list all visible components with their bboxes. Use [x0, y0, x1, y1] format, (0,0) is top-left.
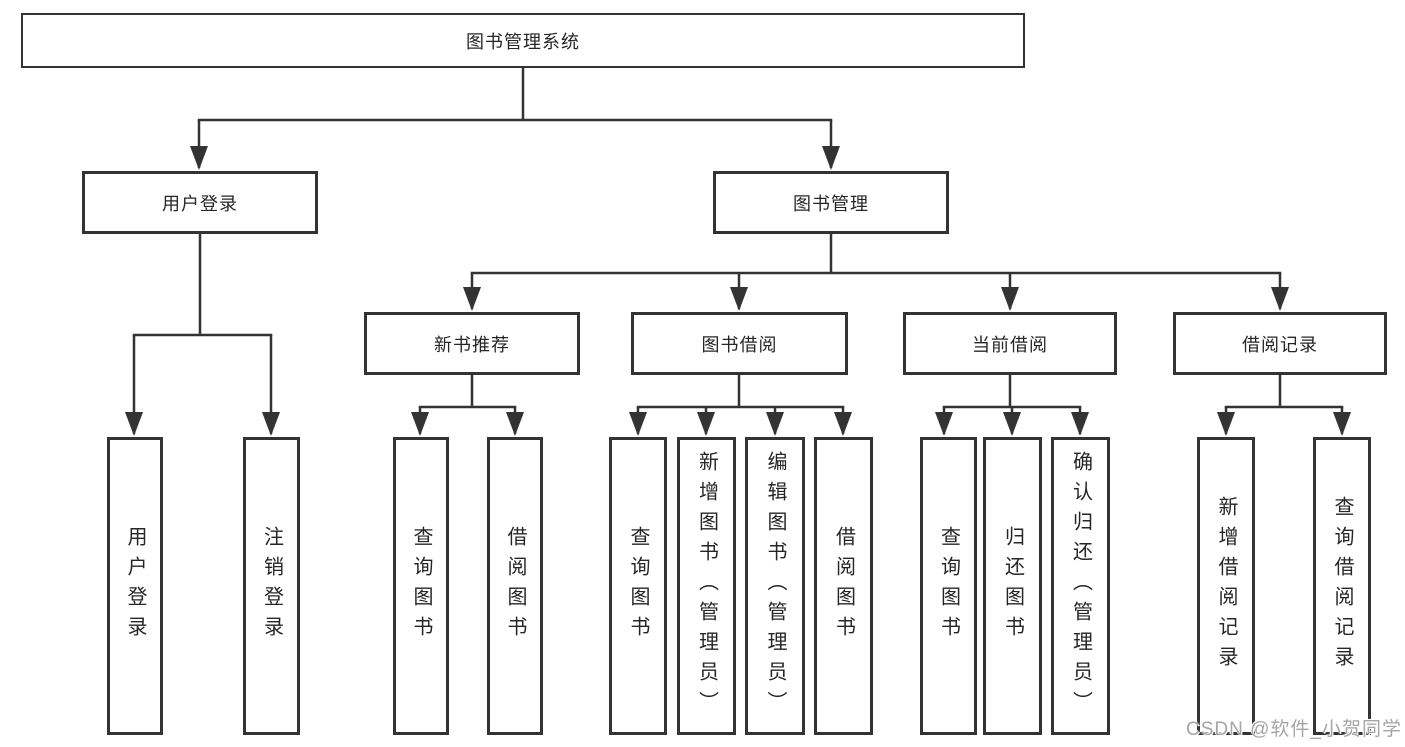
leaf-logout: 注销登录: [243, 437, 300, 735]
leaf-user-login: 用户登录: [107, 437, 163, 735]
node-book-management-label: 图书管理: [793, 193, 869, 214]
leaf-edit-books-admin-label: 编辑图书（管理员）: [764, 451, 786, 721]
node-user-login-label: 用户登录: [162, 193, 238, 214]
leaf-query-books-recommend-label: 查询图书: [410, 526, 432, 646]
node-new-book-recommend: 新书推荐: [364, 312, 580, 375]
leaf-query-books-current: 查询图书: [920, 437, 977, 735]
leaf-add-borrow-record-label: 新增借阅记录: [1215, 496, 1237, 676]
leaf-borrow-books-label: 借阅图书: [832, 526, 855, 646]
leaf-query-books-borrow-label: 查询图书: [627, 526, 649, 646]
leaf-confirm-return-admin-label: 确认归还（管理员）: [1069, 451, 1092, 721]
leaf-query-borrow-record: 查询借阅记录: [1313, 437, 1371, 735]
node-borrow-records: 借阅记录: [1173, 312, 1387, 375]
node-book-borrow-label: 图书借阅: [701, 334, 778, 355]
leaf-query-books-recommend: 查询图书: [393, 437, 449, 735]
leaf-edit-books-admin: 编辑图书（管理员）: [745, 437, 805, 735]
node-current-borrow-label: 当前借阅: [972, 334, 1048, 355]
leaf-add-books-admin: 新增图书（管理员）: [677, 437, 736, 735]
node-book-borrow: 图书借阅: [631, 312, 848, 375]
leaf-query-books-current-label: 查询图书: [937, 526, 960, 646]
csdn-watermark: CSDN @软件_小贺同学: [1186, 719, 1402, 740]
leaf-user-login-label: 用户登录: [124, 526, 146, 646]
leaf-add-borrow-record: 新增借阅记录: [1197, 437, 1255, 735]
arrow-connectors: [125, 120, 1351, 436]
leaf-confirm-return-admin: 确认归还（管理员）: [1051, 437, 1110, 735]
leaf-borrow-books-recommend-label: 借阅图书: [504, 526, 526, 646]
node-current-borrow: 当前借阅: [903, 312, 1117, 375]
leaf-borrow-books: 借阅图书: [814, 437, 873, 735]
node-root: 图书管理系统: [21, 13, 1025, 68]
node-root-label: 图书管理系统: [466, 31, 580, 52]
leaf-logout-label: 注销登录: [260, 526, 283, 646]
connector-trunks: [132, 67, 1344, 409]
leaf-return-books-label: 归还图书: [1001, 526, 1024, 646]
node-borrow-records-label: 借阅记录: [1242, 334, 1318, 355]
node-new-book-recommend-label: 新书推荐: [434, 334, 510, 355]
node-user-login: 用户登录: [82, 171, 318, 234]
node-book-management: 图书管理: [713, 171, 949, 234]
leaf-add-books-admin-label: 新增图书（管理员）: [695, 451, 718, 721]
leaf-return-books: 归还图书: [983, 437, 1042, 735]
leaf-borrow-books-recommend: 借阅图书: [487, 437, 543, 735]
leaf-query-books-borrow: 查询图书: [609, 437, 667, 735]
leaf-query-borrow-record-label: 查询借阅记录: [1331, 496, 1353, 676]
